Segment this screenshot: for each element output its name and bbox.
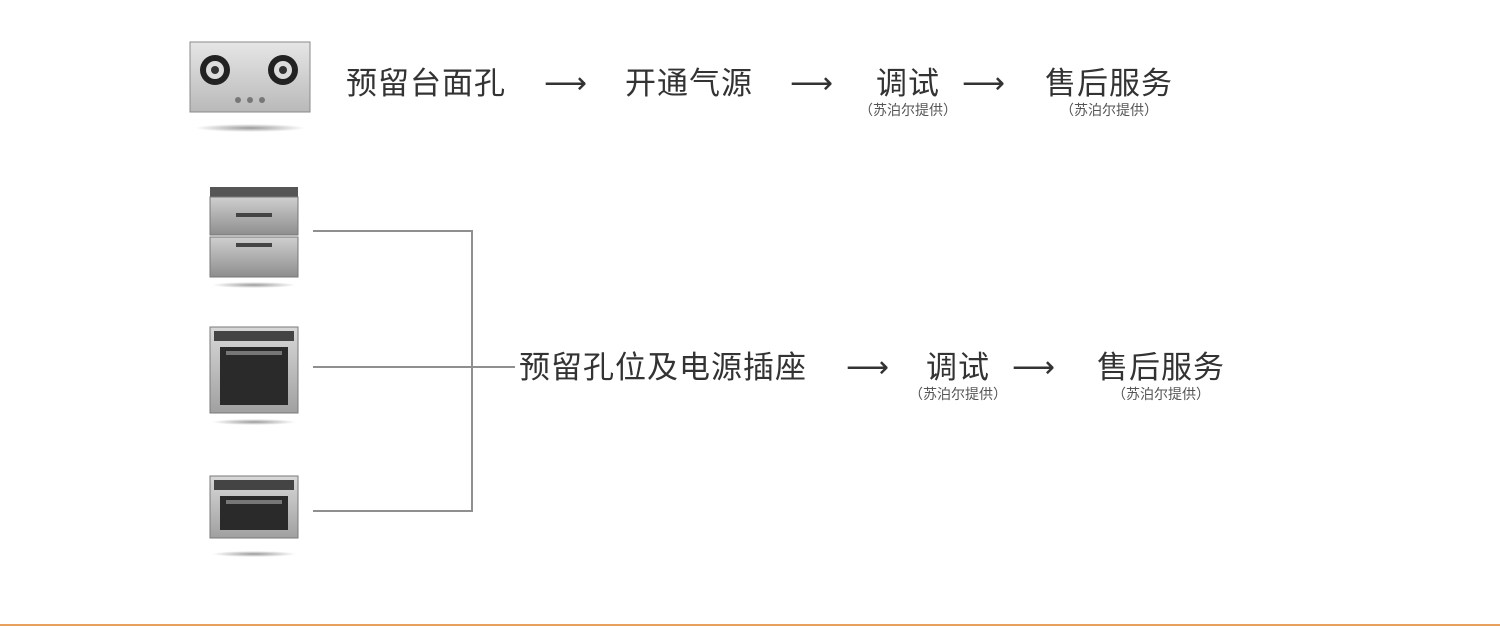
bottom-divider <box>0 624 1500 626</box>
row2-debug-note: （苏泊尔提供） <box>909 387 1007 403</box>
row1-service-group: 售后服务 （苏泊尔提供） <box>1034 66 1184 120</box>
row1-arrow-1: ⟶ <box>544 66 588 101</box>
row1-arrow-3: ⟶ <box>962 66 1006 101</box>
row2-step-reserve-socket: 预留孔位及电源插座 <box>519 350 807 386</box>
connector-to-row2 <box>473 366 515 368</box>
row1-step-gas: 开通气源 <box>625 66 753 102</box>
row2-arrow-2: ⟶ <box>1012 350 1056 385</box>
oven-image <box>206 323 302 429</box>
gas-stove-image <box>188 40 312 135</box>
row1-step-reserve-hole: 预留台面孔 <box>346 66 506 102</box>
connector-steam-oven <box>313 510 473 512</box>
row2-step-service: 售后服务 <box>1097 350 1225 386</box>
row1-step-service: 售后服务 <box>1045 66 1173 102</box>
dishwasher-image <box>206 183 302 291</box>
row1-arrow-2: ⟶ <box>790 66 834 101</box>
connector-vertical <box>471 230 473 512</box>
row1-step-debug: 调试 <box>876 66 940 102</box>
connector-dishwasher <box>313 230 473 232</box>
row1-debug-group: 调试 （苏泊尔提供） <box>838 66 978 120</box>
row1-service-note: （苏泊尔提供） <box>1060 103 1158 119</box>
row2-service-group: 售后服务 （苏泊尔提供） <box>1086 350 1236 404</box>
connector-oven <box>313 366 473 368</box>
row2-debug-group: 调试 （苏泊尔提供） <box>888 350 1028 404</box>
steam-oven-image <box>206 470 302 562</box>
row2-service-note: （苏泊尔提供） <box>1112 387 1210 403</box>
row2-arrow-1: ⟶ <box>846 350 890 385</box>
row2-step-debug: 调试 <box>926 350 990 386</box>
row1-debug-note: （苏泊尔提供） <box>859 103 957 119</box>
